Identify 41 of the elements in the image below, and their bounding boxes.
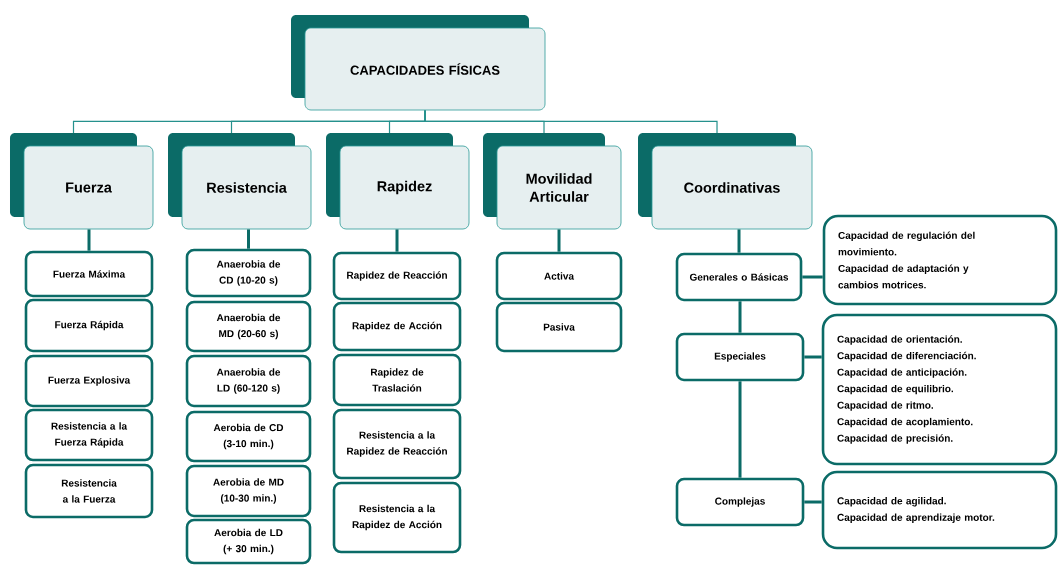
description-box: Capacidad de regulación del movimiento. Capacidad de adaptación y cambios motrices.: [822, 214, 1058, 306]
description-box: Capacidad de agilidad. Capacidad de aprendizaje motor.: [821, 470, 1058, 550]
connector-line: [804, 500, 822, 504]
category-item-box: Fuerza Explosiva: [24, 354, 154, 408]
category-box: Movilidad Articular: [483, 133, 622, 230]
connector-line: [557, 229, 561, 252]
category-item-box: Resistencia a la Rapidez de Reacción: [332, 408, 462, 480]
connector-line: [424, 109, 718, 134]
connector-line: [395, 229, 399, 252]
category-item-box: Complejas: [675, 477, 805, 527]
category-box: Fuerza: [10, 133, 154, 230]
category-item-box: Aerobia de LD (+ 30 min.): [185, 518, 312, 565]
connector-line: [737, 229, 741, 253]
category-item-box: Fuerza Rápida: [24, 298, 154, 353]
connector-line: [738, 381, 742, 478]
category-box: Rapidez: [326, 133, 470, 230]
category-box: Coordinativas: [638, 133, 813, 230]
category-item-box: Anaerobia de LD (60-120 s): [185, 354, 312, 408]
category-item-box: Especiales: [675, 332, 805, 382]
category-item-box: Activa: [495, 251, 623, 301]
category-item-box: Rapidez de Acción: [332, 301, 462, 352]
category-item-box: Anaerobia de CD (10-20 s): [185, 248, 312, 298]
connector-line: [87, 229, 91, 251]
connector-line: [247, 229, 250, 249]
description-box: Capacidad de orientación. Capacidad de diferenciación. Capacidad de anticipación. Capacidad de equilibrio. Capacidad de ritmo. Capacidad de acoplamiento. Capacidad de precisión.: [821, 313, 1058, 466]
category-item-box: Generales o Básicas: [675, 252, 803, 302]
category-item-box: Rapidez de Reacción: [332, 251, 462, 301]
category-item-box: Resistencia a la Fuerza: [24, 463, 154, 519]
category-item-box: Pasiva: [495, 301, 623, 353]
category-item-box: Aerobia de CD (3-10 min.): [185, 410, 312, 463]
connector-line: [804, 355, 822, 359]
category-item-box: Aerobia de MD (10-30 min.): [185, 464, 312, 518]
category-item-box: Resistencia a la Fuerza Rápida: [24, 408, 154, 462]
category-item-box: Fuerza Máxima: [24, 250, 154, 298]
category-box: Resistencia: [168, 133, 312, 230]
connector-line: [738, 301, 742, 333]
title-box: CAPACIDADES FÍSICAS: [291, 15, 546, 111]
category-item-box: Resistencia a la Rapidez de Acción: [332, 481, 462, 554]
category-item-box: Rapidez de Traslación: [332, 353, 462, 407]
connector-line: [802, 275, 823, 279]
category-item-box: Anaerobia de MD (20-60 s): [185, 300, 312, 353]
